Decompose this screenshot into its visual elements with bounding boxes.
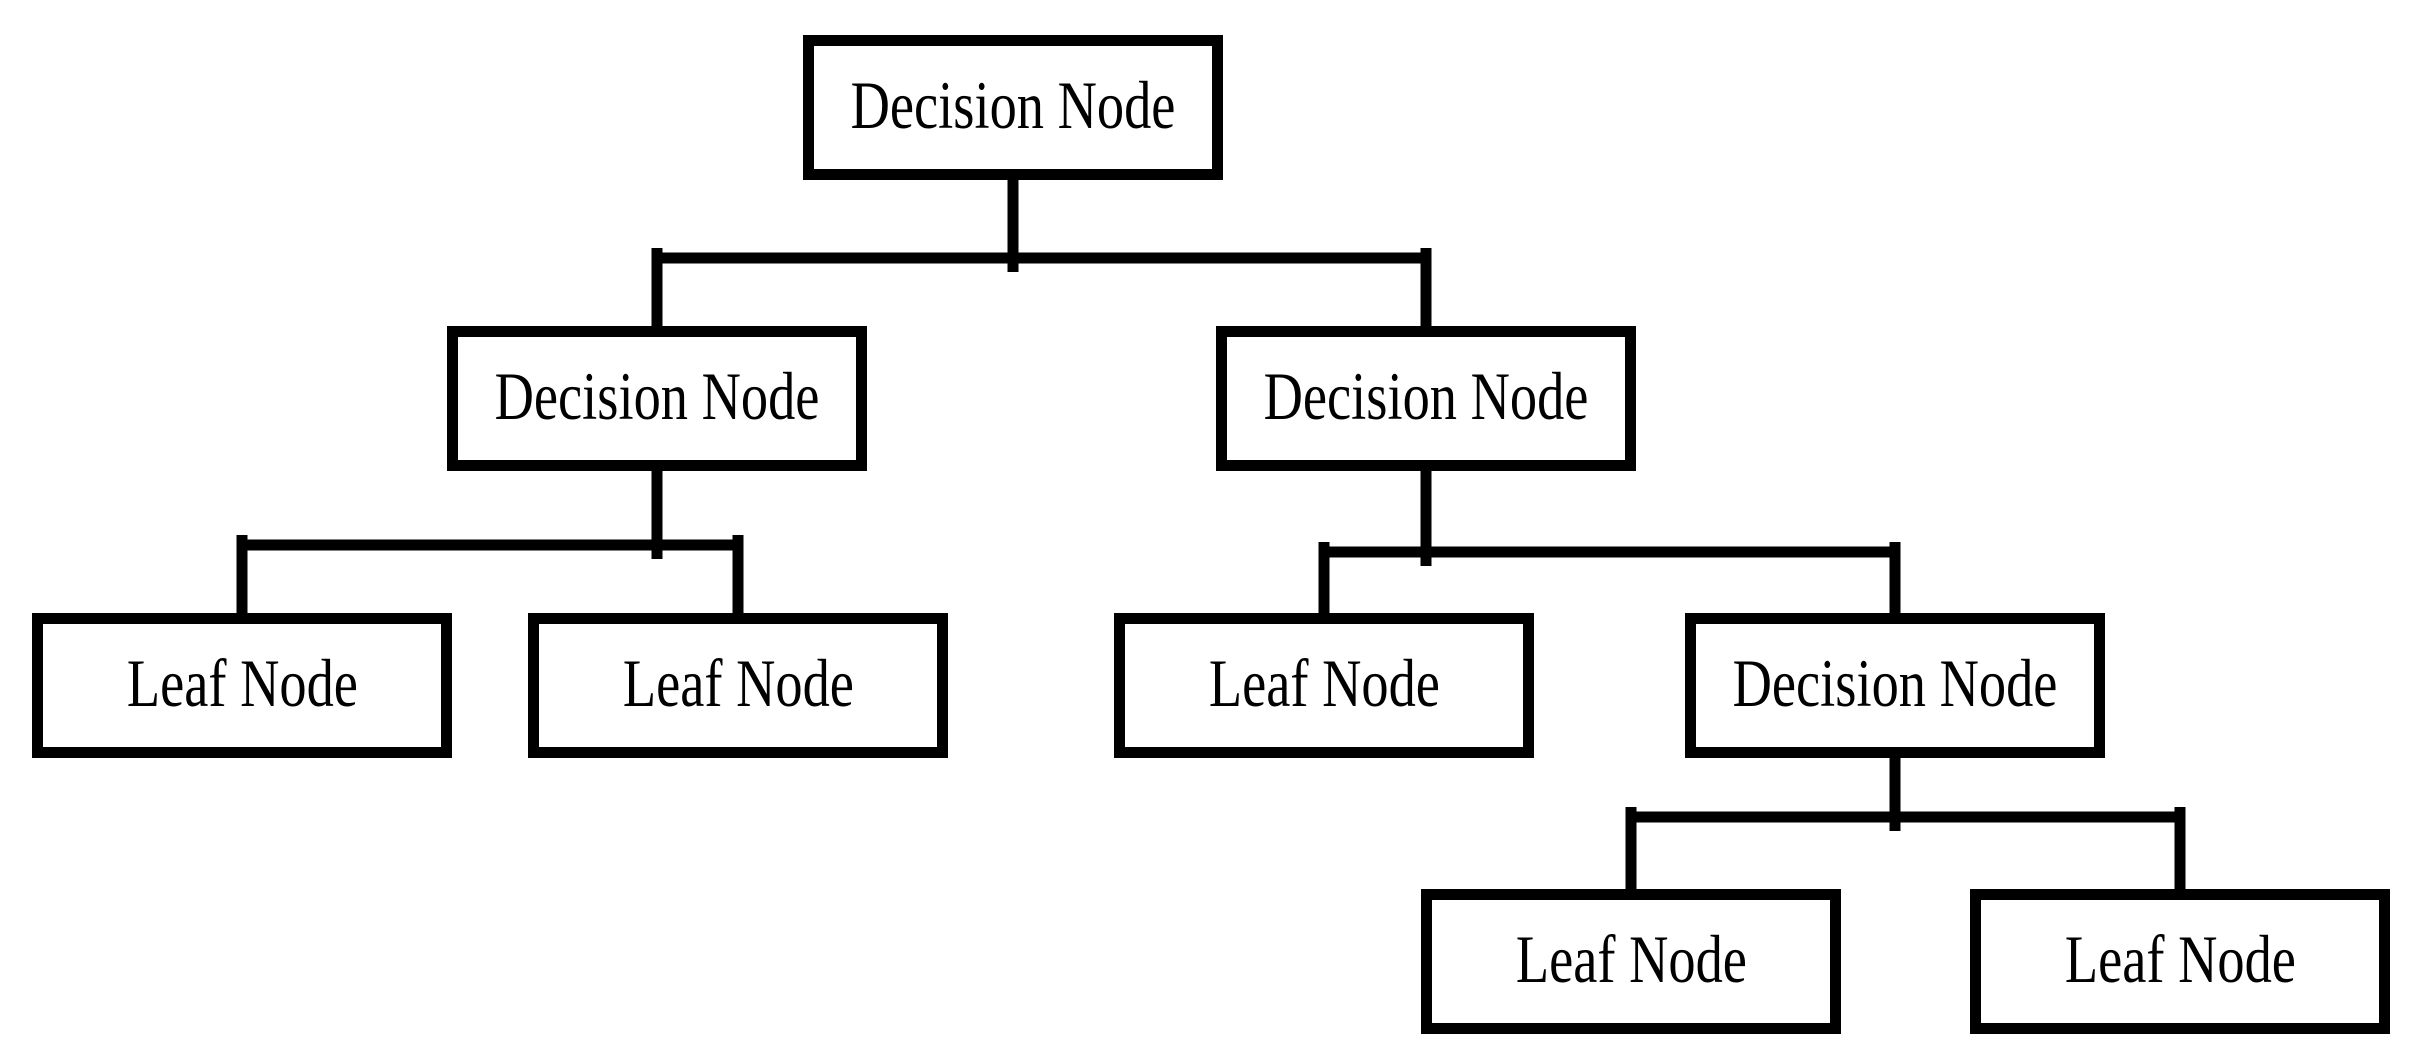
node-label: Leaf Node xyxy=(126,644,358,721)
tree-node-root-decision: Decision Node xyxy=(803,35,1223,180)
connector-right-subtree xyxy=(1318,469,1901,615)
tree-node-level4-leaf-a: Leaf Node xyxy=(1421,889,1841,1034)
node-label: Leaf Node xyxy=(622,644,854,721)
tree-node-level3-leaf-right: Leaf Node xyxy=(1114,613,1534,758)
connector-root-children xyxy=(651,178,1432,328)
connector-left-subtree xyxy=(236,469,744,615)
node-label: Decision Node xyxy=(494,357,820,434)
node-label: Decision Node xyxy=(1263,357,1589,434)
tree-node-level3-leaf-left-a: Leaf Node xyxy=(32,613,452,758)
node-label: Decision Node xyxy=(1732,644,2058,721)
node-label: Leaf Node xyxy=(2064,920,2296,997)
node-label: Leaf Node xyxy=(1515,920,1747,997)
tree-node-level2-left-decision: Decision Node xyxy=(447,326,867,471)
tree-node-level4-leaf-b: Leaf Node xyxy=(1970,889,2390,1034)
connector-bottom-subtree xyxy=(1625,756,2186,891)
tree-node-level2-right-decision: Decision Node xyxy=(1216,326,1636,471)
tree-node-level3-leaf-left-b: Leaf Node xyxy=(528,613,948,758)
node-label: Decision Node xyxy=(850,66,1176,143)
tree-node-level3-decision-right: Decision Node xyxy=(1685,613,2105,758)
node-label: Leaf Node xyxy=(1208,644,1440,721)
